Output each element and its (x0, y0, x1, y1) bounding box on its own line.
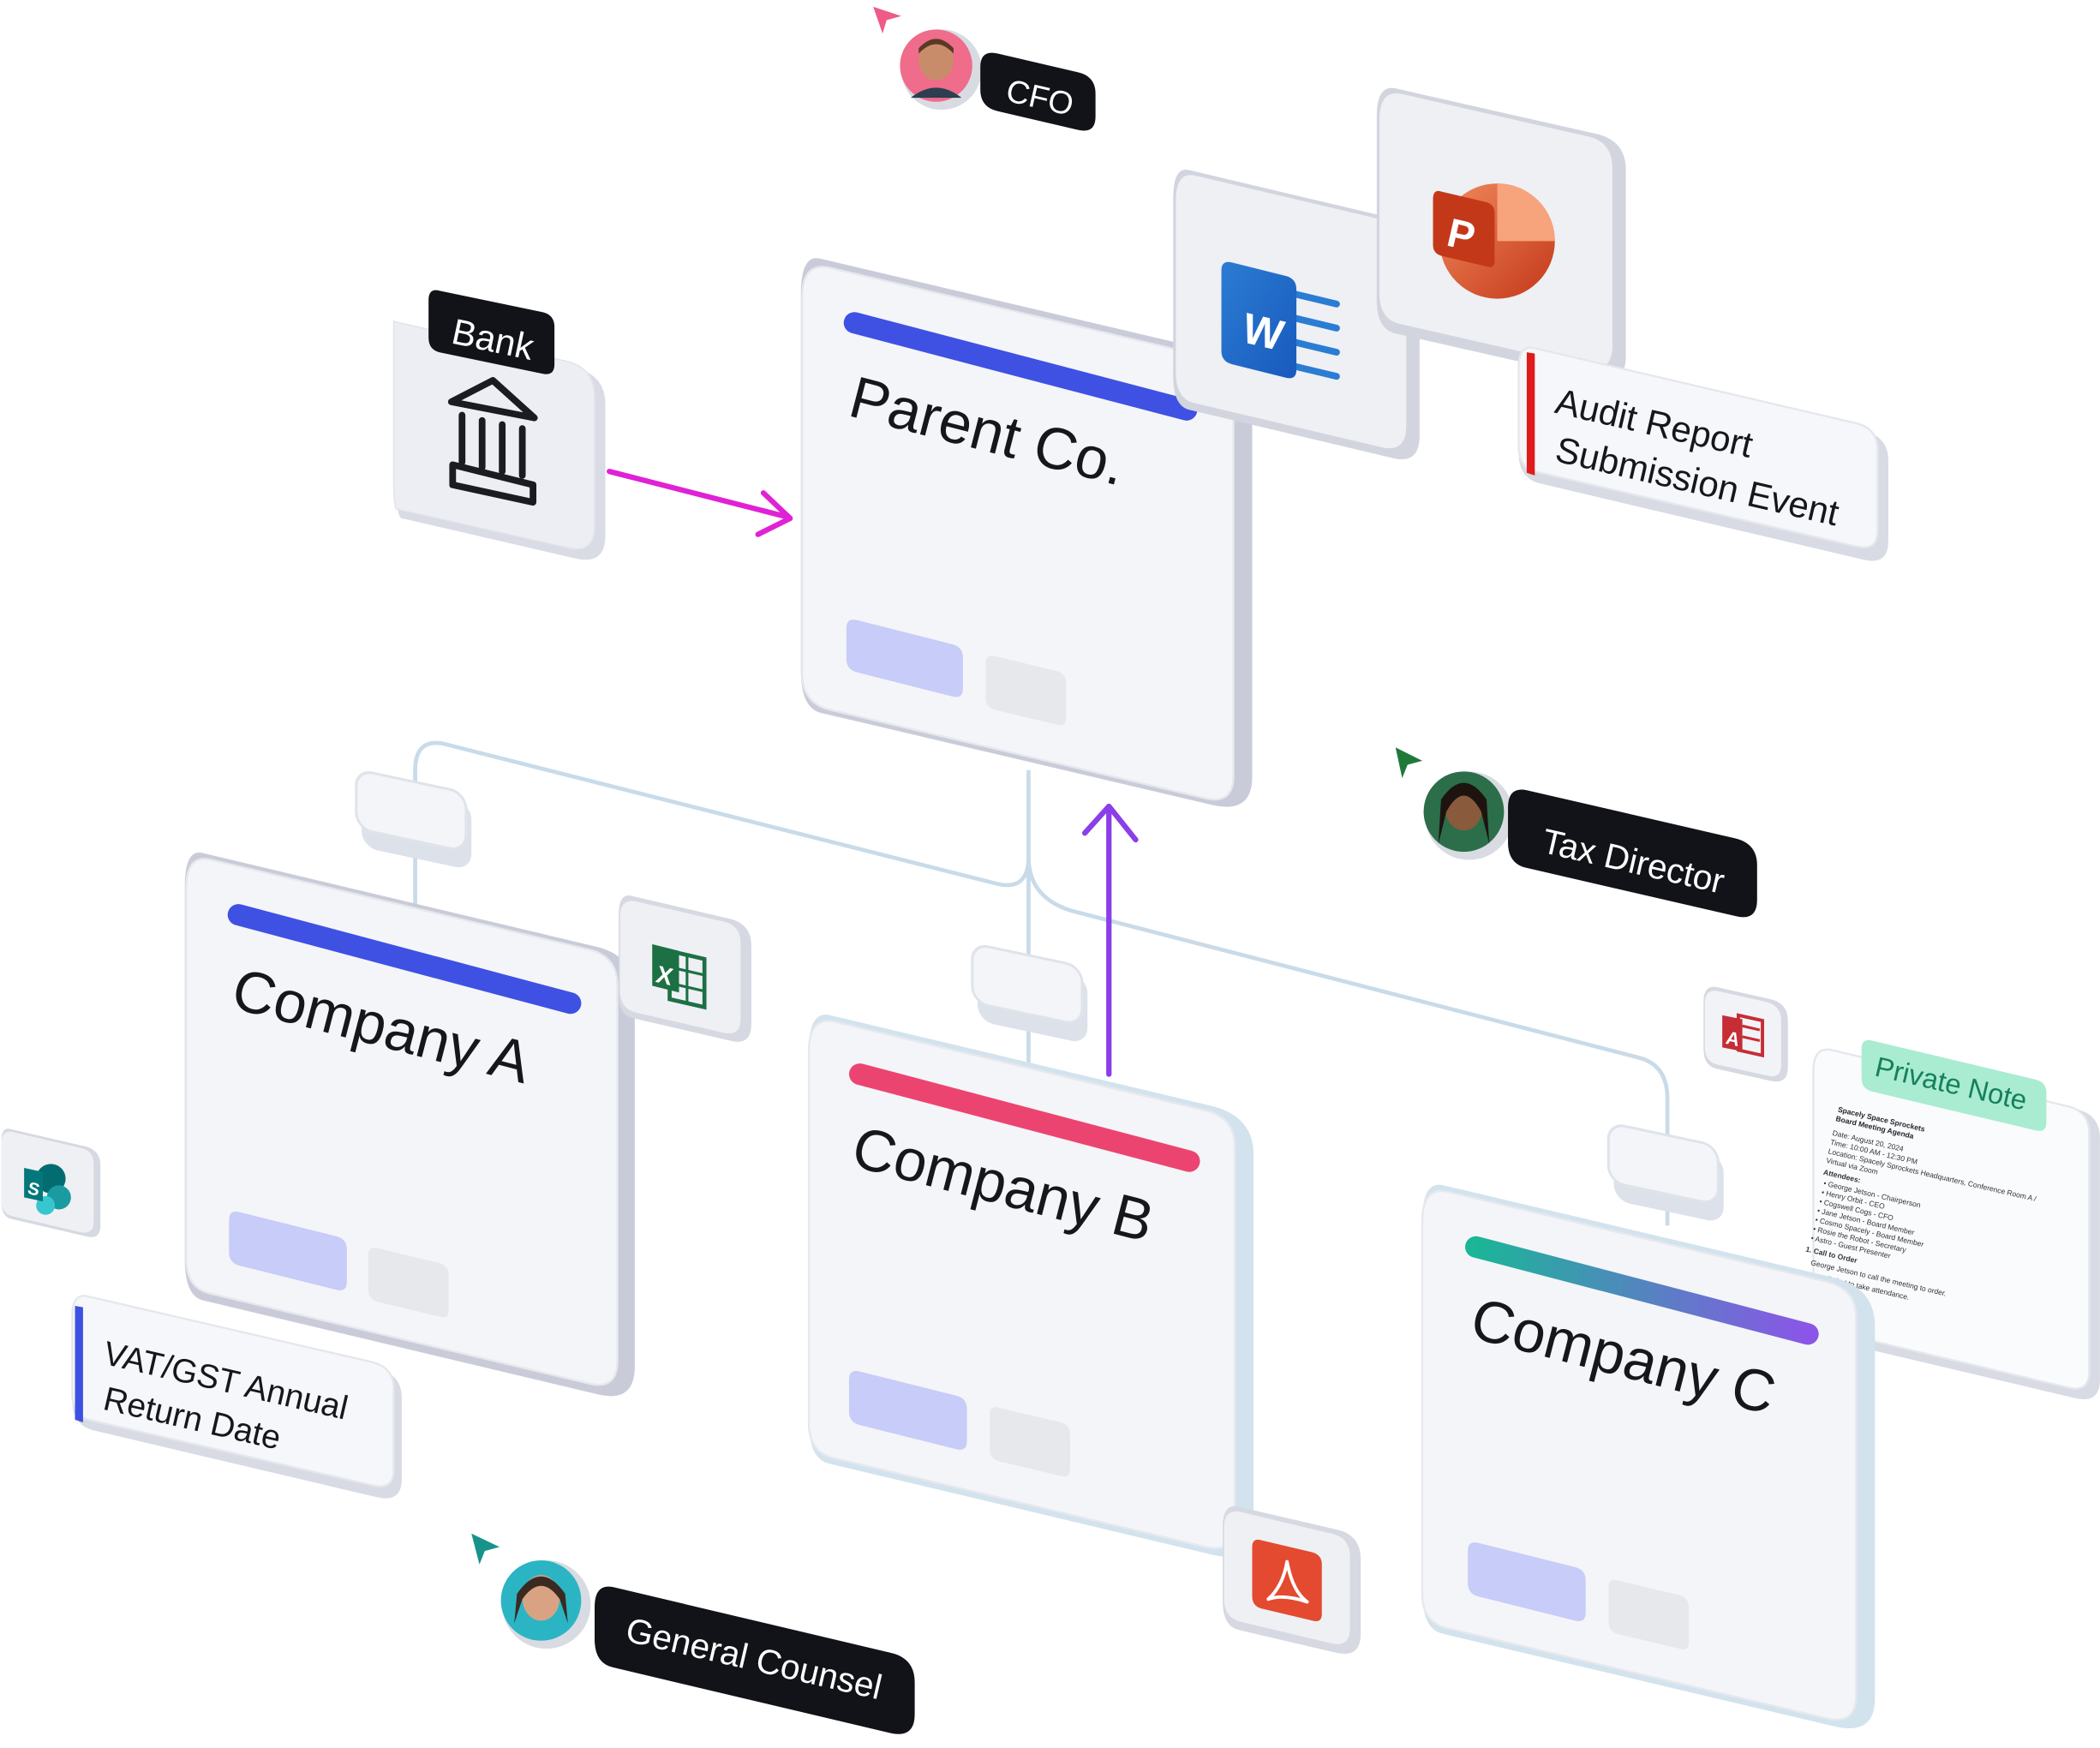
svg-text:S: S (26, 1179, 41, 1200)
company-a-primary-chip (229, 1211, 347, 1290)
company-c-primary-chip (1468, 1542, 1586, 1621)
parent-node[interactable]: Parent Co. (800, 258, 1253, 807)
company-a-accent-bar (227, 904, 582, 1015)
svg-text:A: A (1724, 1027, 1742, 1051)
company-c-node[interactable]: Company C (1421, 1184, 1876, 1729)
excel-icon: X (652, 943, 707, 1010)
tax-director-cursor-icon (1395, 747, 1423, 779)
parent-accent-bar (843, 312, 1198, 421)
company-b-primary-chip (849, 1370, 967, 1450)
company-a-node[interactable]: Company A (184, 852, 635, 1397)
pdf-tile[interactable] (1223, 1506, 1361, 1655)
excel-tile[interactable]: X (619, 895, 751, 1042)
company-b-node[interactable]: Company B (807, 1015, 1254, 1557)
bank-to-parent-arrow (607, 469, 793, 537)
vat-event-accent (75, 1306, 83, 1423)
tax-director-person[interactable]: Tax Director (1395, 747, 1757, 918)
company-a-secondary-chip (368, 1248, 449, 1318)
company-b-accent-bar (849, 1063, 1200, 1172)
connector-pill-c (1606, 1124, 1724, 1221)
bank-icon (447, 377, 538, 506)
general-counsel-person[interactable]: General Counsel (471, 1533, 915, 1734)
pdf-icon (1252, 1539, 1322, 1622)
connector-pill-a (355, 771, 472, 868)
private-note-tag (1861, 1039, 2047, 1131)
word-tile[interactable]: W (1173, 169, 1420, 460)
cfo-cursor-icon (873, 6, 901, 34)
powerpoint-tile[interactable]: P (1376, 87, 1626, 380)
access-icon: A (1722, 1013, 1764, 1058)
company-b-secondary-chip (990, 1407, 1070, 1477)
cfo-person[interactable]: CFO (873, 6, 1096, 131)
audit-event-card[interactable]: Audit Report Submission Event (1517, 346, 1888, 561)
vat-event-card[interactable]: VAT/GST Annual Return Date (71, 1295, 402, 1499)
general-counsel-cursor-icon (471, 1533, 500, 1565)
company-c-secondary-chip (1608, 1579, 1690, 1649)
sharepoint-icon: S (24, 1164, 71, 1215)
parent-secondary-chip (985, 656, 1067, 726)
audit-event-accent (1526, 352, 1535, 476)
company-b-to-parent-arrow (1081, 803, 1139, 1077)
parent-primary-chip (846, 620, 963, 697)
access-tile[interactable]: A (1703, 986, 1788, 1082)
powerpoint-icon: P (1433, 183, 1555, 299)
word-icon: W (1221, 261, 1340, 380)
bank-label: Bank (428, 290, 555, 374)
bank-node[interactable] (392, 320, 606, 560)
company-c-accent-bar (1465, 1236, 1819, 1345)
connector-pill-b (971, 944, 1088, 1042)
sharepoint-tile[interactable]: S (1, 1128, 101, 1237)
